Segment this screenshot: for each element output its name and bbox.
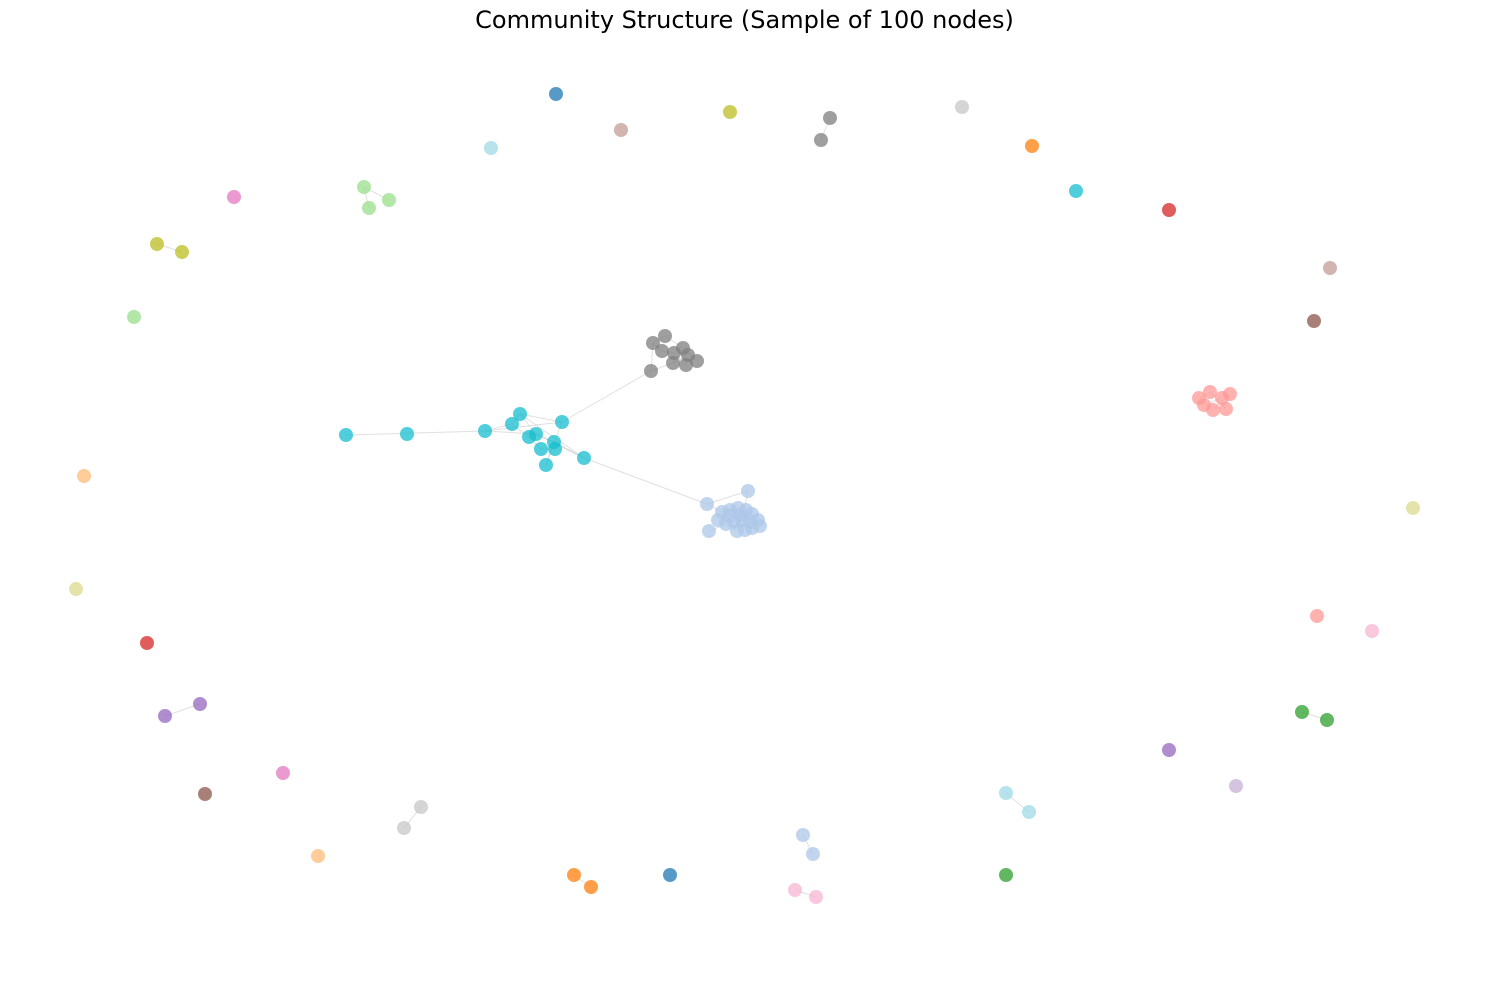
graph-node-c-cyan-main [1069,184,1083,198]
graph-node-c-lavender [1229,779,1243,793]
graph-node-c-gray-main [658,329,672,343]
graph-node-c-peach [77,469,91,483]
graph-node-c-red [1162,203,1176,217]
graph-node-c-gray-main [646,336,660,350]
graph-node-c-lightgreen [362,201,376,215]
graph-node-c-cyan-main [577,451,591,465]
graph-node-c-lightblue-main [700,497,714,511]
graph-node-c-lightgray [414,800,428,814]
graph-node-c-cyan-main [522,430,536,444]
graph-node-c-olive [175,245,189,259]
node-layer [69,87,1420,904]
graph-node-c-peach [311,849,325,863]
graph-node-c-gray-main [666,356,680,370]
graph-node-c-salmon-main [1206,403,1220,417]
graph-node-c-pink [809,890,823,904]
graph-node-c-cyan-main [513,407,527,421]
graph-edge [706,490,749,505]
graph-node-c-gray-main [655,344,669,358]
graph-edge [484,421,563,432]
graph-node-c-orange [584,880,598,894]
graph-node-c-magenta [276,766,290,780]
graph-node-c-khaki [1406,501,1420,515]
graph-node-c-lightblue-small [796,828,810,842]
graph-node-c-gray-main [679,358,693,372]
graph-node-c-olive [150,237,164,251]
graph-node-c-rosybrown [614,123,628,137]
graph-node-c-salmon-main [1223,387,1237,401]
graph-edge [345,430,486,436]
graph-node-c-lightgray [397,821,411,835]
graph-node-c-olive [723,105,737,119]
graph-node-c-lightblue-main [702,524,716,538]
graph-node-c-lightblue-main [722,509,736,523]
graph-node-c-paleblue [484,141,498,155]
graph-node-c-pink [788,883,802,897]
graph-node-c-salmon-main [1219,402,1233,416]
graph-node-c-pink [1365,624,1379,638]
graph-node-c-blue [663,868,677,882]
graph-node-c-cyan-main [400,427,414,441]
graph-node-c-paleblue [1022,805,1036,819]
graph-node-c-cyan-main [534,442,548,456]
graph-node-c-rosybrown [1323,261,1337,275]
graph-edge [561,370,652,423]
graph-node-c-green [1295,705,1309,719]
graph-node-c-orange [1025,139,1039,153]
graph-node-c-brown [198,787,212,801]
graph-node-c-brown [1307,314,1321,328]
graph-node-c-cyan-main [478,424,492,438]
graph-node-c-gray-main [690,354,704,368]
graph-node-c-lightblue-main [734,508,748,522]
graph-node-c-red [140,636,154,650]
graph-node-c-green [1320,713,1334,727]
graph-node-c-cyan-main [555,415,569,429]
graph-node-c-khaki [69,582,83,596]
graph-node-c-lightblue-main [741,484,755,498]
graph-node-c-lightblue-small [806,847,820,861]
graph-node-c-blue [549,87,563,101]
graph-node-c-cyan-main [339,428,353,442]
graph-node-c-purple [158,709,172,723]
chart-title: Community Structure (Sample of 100 nodes… [475,6,1014,34]
graph-node-c-gray-main [644,364,658,378]
graph-edge [583,457,708,505]
graph-node-c-green [999,868,1013,882]
graph-node-c-cyan-main [539,458,553,472]
graph-node-c-cyan-main [505,417,519,431]
graph-node-c-lightblue-main [753,519,767,533]
graph-node-c-orange [567,868,581,882]
graph-node-c-salmon-main [1310,609,1324,623]
graph-node-c-cyan-main [548,442,562,456]
graph-node-c-gray-small [814,133,828,147]
graph-node-c-lightgreen [127,310,141,324]
graph-node-c-purple [193,697,207,711]
graph-node-c-gray-small [823,111,837,125]
graph-node-c-lightgray [955,100,969,114]
graph-node-c-lightgreen [357,180,371,194]
graph-node-c-purple [1162,743,1176,757]
graph-node-c-paleblue [999,786,1013,800]
graph-edge [519,413,563,423]
graph-node-c-lightgreen [382,193,396,207]
graph-node-c-salmon-main [1203,385,1217,399]
graph-node-c-magenta [227,190,241,204]
